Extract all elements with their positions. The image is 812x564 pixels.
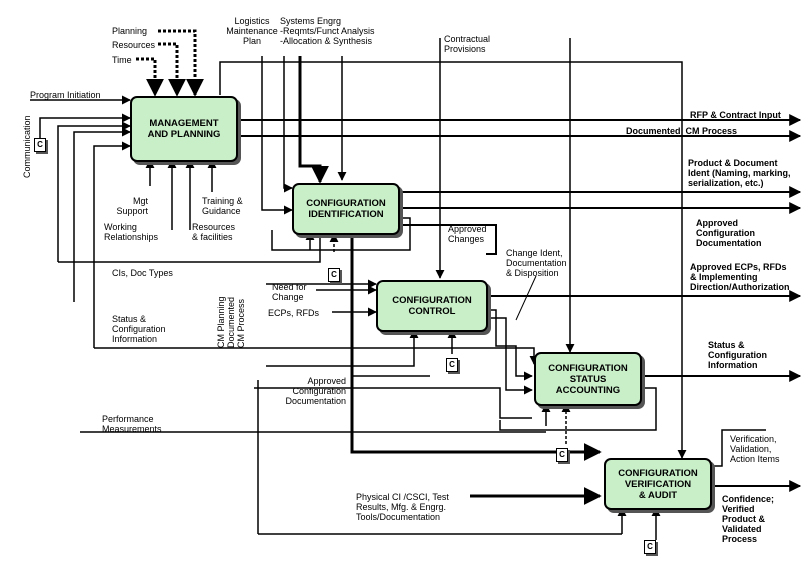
need-for-change-label: Need for Change: [272, 282, 307, 302]
cm-planning-label: CM Planning Documented CM Process: [216, 296, 246, 348]
c-box-identification: C: [328, 268, 340, 282]
documented-cm-label: Documented CM Process: [626, 126, 738, 136]
configuration-identification-box: CONFIGURATION IDENTIFICATION: [292, 183, 400, 235]
configuration-status-accounting-box: CONFIGURATION STATUS ACCOUNTING: [534, 352, 642, 406]
approved-config-output-label: Approved Configuration Documentation: [696, 218, 762, 248]
verification-output-label: Verification, Validation, Action Items: [730, 434, 780, 464]
communication-label: Communication: [22, 115, 32, 178]
c-box-status: C: [556, 448, 568, 462]
cis-doc-types-label: CIs, Doc Types: [112, 268, 173, 278]
planning-arrow: [158, 29, 204, 97]
physical-ci-label: Physical CI /CSCI, Test Results, Mfg. & …: [356, 492, 449, 522]
resources-label: Resources: [112, 40, 156, 50]
resources-arrow: [158, 42, 186, 97]
status-config-info-input-label: Status & Configuration Information: [112, 314, 166, 344]
status-config-output-label: Status & Configuration Information: [708, 340, 767, 370]
c-box-control: C: [446, 358, 458, 372]
rfp-output-label: RFP & Contract Input: [690, 110, 781, 120]
working-relationships-label: Working Relationships: [104, 222, 159, 242]
planning-label: Planning: [112, 26, 148, 36]
resources-facilities-label: Resources & facilities: [192, 222, 236, 242]
configuration-verification-audit-box: CONFIGURATION VERIFICATION & AUDIT: [604, 458, 712, 510]
approved-changes-label: Approved Changes: [448, 224, 487, 244]
contractual-label: Contractual Provisions: [444, 34, 491, 54]
logistics-label: Logistics Maintenance Plan: [226, 16, 278, 46]
approved-ecps-label: Approved ECPs, RFDs & Implementing Direc…: [690, 262, 790, 292]
comm-arrow: [39, 113, 131, 140]
program-initiation-label: Program Initiation: [30, 90, 101, 100]
systems-engrg-label: Systems Engrg -Reqmts/Funct Analysis -Al…: [280, 16, 375, 46]
ecps-rfds-input-label: ECPs, RFDs: [268, 308, 320, 318]
performance-measurements-label: Performance Measurements: [102, 414, 162, 434]
confidence-label: Confidence; Verified Product & Validated…: [722, 494, 775, 544]
management-planning-box: MANAGEMENT AND PLANNING: [130, 96, 238, 162]
mgt-support-label: Mgt Support: [116, 196, 148, 216]
c-box-management: C: [34, 138, 46, 152]
time-arrow: [136, 57, 164, 97]
approved-config-input-label: Approved Configuration Documentation: [285, 376, 346, 406]
configuration-control-box: CONFIGURATION CONTROL: [376, 280, 488, 332]
product-document-ident-label: Product & Document Ident (Naming, markin…: [688, 158, 791, 188]
change-ident-label: Change Ident, Documentation & Dispositio…: [506, 248, 567, 278]
training-label: Training & Guidance: [202, 196, 243, 216]
c-box-verification: C: [644, 540, 656, 554]
time-label: Time: [112, 55, 132, 65]
